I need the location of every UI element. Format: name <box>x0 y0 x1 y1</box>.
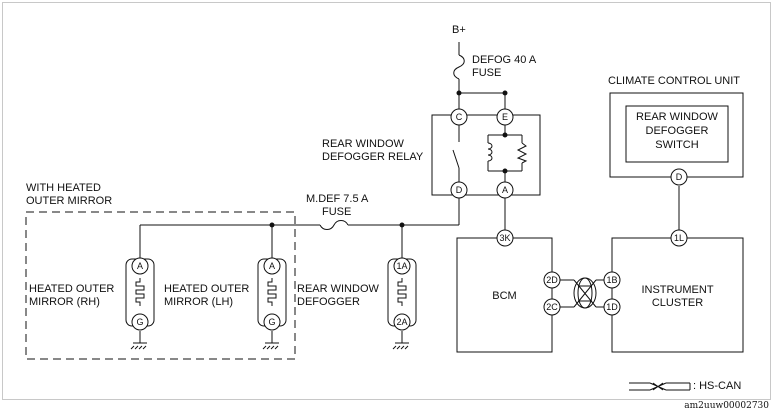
relay-pin-a: A <box>501 185 508 195</box>
relay-pin-e: E <box>501 112 508 122</box>
mirror-rh-pin-g: G <box>136 317 144 327</box>
rear-defogger-heater <box>397 278 407 306</box>
legend-hs-can-label: : HS-CAN <box>693 380 742 392</box>
defogger-pin-2a: 2A <box>396 317 408 327</box>
junction-dot <box>502 168 508 174</box>
figure-code: am2uuw00002730 <box>684 401 769 411</box>
cluster-label-2: CLUSTER <box>651 297 704 309</box>
cluster-pin-1l: 1L <box>673 233 684 243</box>
group-label-2: OUTER MIRROR <box>26 195 113 207</box>
mirror-lh-heater <box>267 278 277 306</box>
relay-switch-contact <box>452 149 460 169</box>
bcm-pin-2d: 2D <box>546 275 558 285</box>
junction-dot <box>502 132 508 138</box>
rear-defogger-label-2: DEFOGGER <box>297 296 360 308</box>
mdef-fuse-label-2: FUSE <box>322 206 352 218</box>
mirror-rh-pin-a: A <box>136 261 143 271</box>
relay-label-1: REAR WINDOW <box>322 138 404 150</box>
relay-pin-d: D <box>455 185 463 195</box>
bcm-pin-3k: 3K <box>499 233 511 243</box>
relay-pin-c: C <box>455 112 463 122</box>
junction-dot <box>456 90 462 96</box>
defog-fuse-symbol <box>453 54 465 80</box>
junction-dot <box>502 90 508 96</box>
relay-label-2: DEFOGGER RELAY <box>322 151 424 163</box>
mirror-lh-label-1: HEATED OUTER <box>164 283 250 295</box>
defog-fuse-label-1: DEFOG 40 A <box>472 54 537 66</box>
junction-dot <box>399 222 405 228</box>
defog-fuse-label-2: FUSE <box>472 67 502 79</box>
mirror-rh-heater <box>135 278 145 306</box>
mirror-lh-pin-a: A <box>268 261 275 271</box>
defogger-pin-1a: 1A <box>396 261 408 271</box>
diagram-frame <box>2 2 771 400</box>
mirror-rh-label-1: HEATED OUTER <box>29 283 115 295</box>
relay-resistor <box>516 142 528 164</box>
rear-defogger-label-1: REAR WINDOW <box>297 283 379 295</box>
relay-box <box>431 114 541 196</box>
relay-coil <box>487 142 493 162</box>
cluster-label-1: INSTRUMENT <box>641 284 714 296</box>
defogger-switch-box <box>625 105 729 163</box>
switch-label-3: SWITCH <box>655 139 699 151</box>
switch-label-2: DEFOGGER <box>645 125 709 137</box>
hs-can-twisted-pair <box>573 279 597 308</box>
cluster-pin-1b: 1B <box>606 275 618 285</box>
mdef-fuse-label-1: M.DEF 7.5 A <box>306 193 369 205</box>
b-plus-label: B+ <box>452 24 466 36</box>
climate-unit-title: CLIMATE CONTROL UNIT <box>608 75 741 87</box>
group-label-1: WITH HEATED <box>26 182 101 194</box>
climate-pin-d: D <box>675 172 683 182</box>
heated-mirror-group-box <box>25 211 296 360</box>
mdef-fuse-symbol <box>319 220 349 230</box>
cluster-pin-1d: 1D <box>606 302 618 312</box>
bcm-label: BCM <box>492 290 517 302</box>
switch-label-1: REAR WINDOW <box>636 111 718 123</box>
mirror-lh-pin-g: G <box>268 317 276 327</box>
junction-dot <box>269 222 275 228</box>
bcm-pin-2c: 2C <box>546 302 558 312</box>
mirror-lh-label-2: MIRROR (LH) <box>164 296 234 308</box>
mirror-rh-label-2: MIRROR (RH) <box>29 296 100 308</box>
legend-twist-symbol <box>649 382 667 391</box>
